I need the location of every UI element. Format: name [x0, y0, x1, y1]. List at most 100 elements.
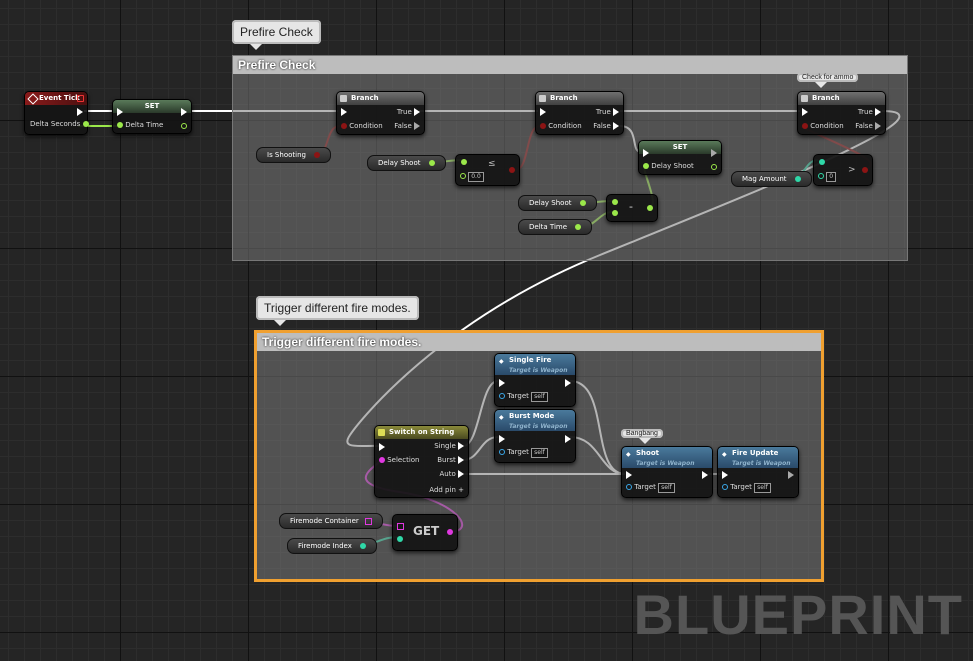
exec-out-pin[interactable] [788, 471, 794, 479]
array-get-node[interactable]: GET [392, 514, 458, 551]
delta-time-out-pin[interactable] [181, 123, 187, 129]
compare-node-1[interactable]: 0.0 ≤ [455, 154, 520, 186]
firemode-container-getter[interactable]: Firemode Container [279, 513, 384, 529]
firemode-index-getter[interactable]: Firemode Index [287, 538, 378, 554]
selection-pin[interactable]: Selection [379, 456, 420, 465]
exec-in-pin[interactable] [540, 108, 546, 116]
switch-icon [378, 429, 385, 436]
set-delay-shoot-node[interactable]: SET Delay Shoot [638, 140, 722, 175]
branch-icon [340, 95, 347, 102]
function-icon: ◆ [499, 358, 504, 365]
exec-out-pin[interactable] [77, 108, 83, 116]
plus-icon: + [458, 486, 464, 494]
float-in-pin-b[interactable] [612, 210, 618, 216]
subtract-node[interactable]: - [606, 194, 658, 222]
delay-shoot-out-pin[interactable] [711, 164, 717, 170]
exec-in-pin[interactable] [722, 471, 728, 479]
float-in-pin-a[interactable] [612, 199, 618, 205]
exec-in-pin[interactable] [499, 435, 505, 443]
event-tick-node[interactable]: Event Tick Delta Seconds [24, 91, 89, 135]
delta-time-getter[interactable]: Delta Time [518, 219, 593, 235]
target-pin[interactable]: Target self [626, 483, 675, 493]
false-pin[interactable]: False [593, 122, 619, 131]
delay-shoot-in-pin[interactable]: Delay Shoot [643, 162, 694, 171]
function-icon: ◆ [626, 451, 631, 458]
single-pin[interactable]: Single [434, 442, 464, 451]
float-out-pin[interactable] [647, 205, 653, 211]
auto-pin[interactable]: Auto [440, 470, 464, 479]
bool-out-pin[interactable] [509, 167, 515, 173]
condition-pin[interactable]: Condition [341, 122, 383, 131]
false-pin[interactable]: False [394, 122, 420, 131]
burst-pin[interactable]: Burst [437, 456, 464, 465]
string-out-pin[interactable] [447, 529, 453, 535]
blueprint-watermark: BLUEPRINT [633, 583, 963, 646]
array-in-pin[interactable] [397, 523, 404, 530]
target-pin[interactable]: Target self [499, 448, 548, 458]
add-pin-button[interactable]: Add pin + [429, 486, 464, 494]
condition-pin[interactable]: Condition [540, 122, 582, 131]
branch-node-1[interactable]: Branch True Condition False [336, 91, 425, 135]
true-pin[interactable]: True [397, 108, 420, 117]
delegate-pin[interactable] [77, 95, 84, 102]
exec-in-pin[interactable] [341, 108, 347, 116]
float-in-pin-b[interactable]: 0.0 [460, 172, 484, 182]
less-equal-icon: ≤ [488, 159, 496, 169]
branch-icon [801, 95, 808, 102]
bangbang-bubble[interactable]: Bangbang [621, 429, 663, 444]
exec-out-pin[interactable] [702, 471, 708, 479]
exec-out-pin[interactable] [711, 149, 717, 157]
delay-shoot-getter[interactable]: Delay Shoot [367, 155, 446, 171]
prefire-comment-title[interactable]: Prefire Check [233, 56, 907, 74]
trigger-comment-title[interactable]: Trigger different fire modes. [257, 333, 821, 351]
target-pin[interactable]: Target self [499, 392, 548, 402]
check-ammo-bubble[interactable]: Check for ammo [797, 73, 859, 88]
switch-header: Switch on String [375, 426, 468, 439]
exec-out-pin[interactable] [565, 379, 571, 387]
exec-out-pin[interactable] [565, 435, 571, 443]
bool-out-pin[interactable] [862, 167, 868, 173]
trigger-comment-bubble[interactable]: Trigger different fire modes. [256, 296, 419, 326]
true-pin[interactable]: True [858, 108, 881, 117]
true-pin[interactable]: True [596, 108, 619, 117]
float-in-pin-a[interactable] [461, 159, 467, 165]
delay-shoot-getter-2[interactable]: Delay Shoot [518, 195, 597, 211]
is-shooting-getter[interactable]: Is Shooting [256, 147, 332, 163]
function-icon: ◆ [722, 451, 727, 458]
prefire-comment-box[interactable]: Prefire Check [232, 55, 908, 261]
int-in-pin-b[interactable]: 0 [818, 172, 837, 182]
exec-in-pin[interactable] [117, 108, 123, 116]
branch-icon [539, 95, 546, 102]
delta-seconds-pin[interactable]: Delta Seconds [30, 120, 89, 129]
exec-out-pin[interactable] [181, 108, 187, 116]
function-icon: ◆ [499, 414, 504, 421]
prefire-comment-bubble[interactable]: Prefire Check [232, 20, 321, 50]
target-pin[interactable]: Target self [722, 483, 771, 493]
exec-in-pin[interactable] [643, 149, 649, 157]
set-header: SET [639, 141, 721, 154]
branch-node-2[interactable]: Branch True Condition False [535, 91, 624, 135]
branch-node-3[interactable]: Branch True Condition False [797, 91, 886, 135]
exec-in-pin[interactable] [626, 471, 632, 479]
subtract-symbol: - [629, 200, 633, 213]
condition-pin[interactable]: Condition [802, 122, 844, 131]
get-label: GET [413, 524, 440, 538]
exec-in-pin[interactable] [802, 108, 808, 116]
exec-in-pin[interactable] [379, 443, 385, 451]
mag-amount-getter[interactable]: Mag Amount [731, 171, 812, 187]
false-pin[interactable]: False [855, 122, 881, 131]
delta-time-in-pin[interactable]: Delta Time [117, 121, 163, 130]
int-in-pin-a[interactable] [819, 159, 825, 165]
greater-icon: > [848, 165, 856, 175]
index-in-pin[interactable] [397, 536, 403, 542]
set-delta-time-node[interactable]: SET Delta Time [112, 99, 192, 134]
switch-on-string-node[interactable]: Switch on String Single Selection Burst … [374, 425, 469, 498]
exec-in-pin[interactable] [499, 379, 505, 387]
compare-node-2[interactable]: 0 > [813, 154, 873, 186]
